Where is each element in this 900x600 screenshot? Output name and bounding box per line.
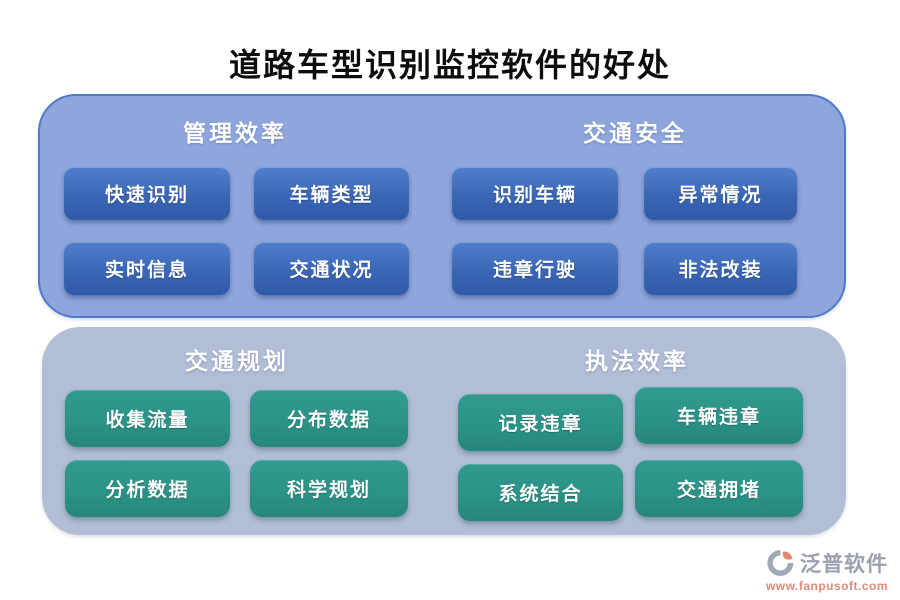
button-collect-flow[interactable]: 收集流量 bbox=[65, 390, 230, 447]
panel-planning-and-enforcement: 交通规划 执法效率 收集流量 分布数据 分析数据 科学规划 记录违章 车辆违章 … bbox=[42, 327, 846, 535]
fanpu-logo-icon bbox=[767, 550, 794, 576]
button-violation-driving[interactable]: 违章行驶 bbox=[452, 242, 618, 295]
panel-management-and-safety: 管理效率 交通安全 快速识别 车辆类型 实时信息 交通状况 识别车辆 异常情况 … bbox=[38, 94, 846, 318]
button-illegal-modification[interactable]: 非法改装 bbox=[644, 242, 797, 295]
button-vehicle-type[interactable]: 车辆类型 bbox=[254, 167, 409, 220]
brand-name: 泛普软件 bbox=[800, 553, 888, 576]
button-traffic-congestion[interactable]: 交通拥堵 bbox=[635, 460, 803, 517]
button-recognize-vehicle[interactable]: 识别车辆 bbox=[452, 167, 618, 220]
group-header-traffic-planning: 交通规划 bbox=[185, 348, 289, 374]
button-vehicle-violation[interactable]: 车辆违章 bbox=[635, 387, 803, 444]
button-record-violation[interactable]: 记录违章 bbox=[458, 394, 623, 451]
brand-footer: 泛普软件 www.fanpusoft.com bbox=[766, 548, 888, 593]
group-header-law-enforcement: 执法效率 bbox=[585, 348, 689, 374]
group-header-management-efficiency: 管理效率 bbox=[183, 120, 287, 146]
button-quick-recognition[interactable]: 快速识别 bbox=[64, 167, 230, 220]
button-realtime-info[interactable]: 实时信息 bbox=[64, 242, 230, 295]
button-distribution-data[interactable]: 分布数据 bbox=[250, 390, 408, 447]
button-traffic-status[interactable]: 交通状况 bbox=[254, 242, 409, 295]
button-scientific-planning[interactable]: 科学规划 bbox=[250, 460, 408, 517]
button-system-integration[interactable]: 系统结合 bbox=[458, 464, 623, 521]
button-abnormal-situation[interactable]: 异常情况 bbox=[644, 167, 797, 220]
page-title: 道路车型识别监控软件的好处 bbox=[228, 47, 671, 83]
brand-url-link[interactable]: www.fanpusoft.com bbox=[765, 579, 888, 593]
group-header-traffic-safety: 交通安全 bbox=[583, 120, 687, 146]
button-analyze-data[interactable]: 分析数据 bbox=[65, 460, 230, 517]
